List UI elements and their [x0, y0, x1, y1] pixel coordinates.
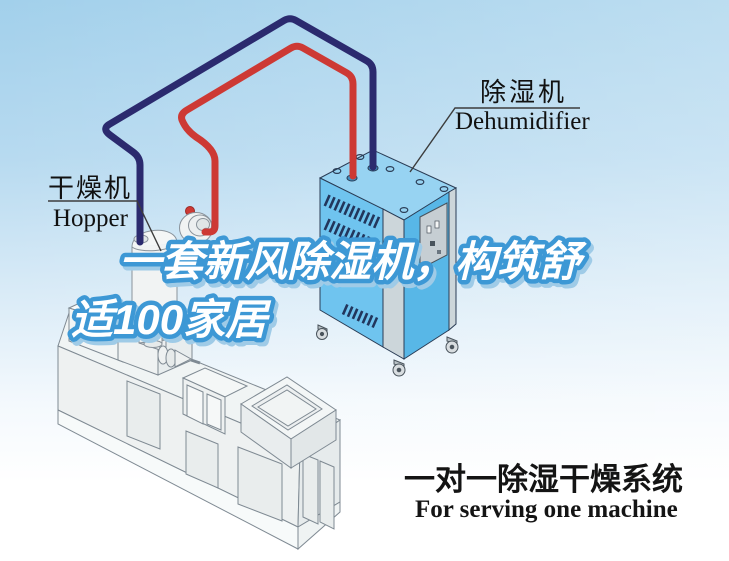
top-bolt-holes — [332, 154, 449, 214]
headline-line2-shadow: 适100家居 — [74, 300, 275, 347]
dehumidifier-label-zh: 除湿机 — [480, 77, 567, 107]
headline-line2: 适100家居 — [71, 296, 272, 343]
headline-line1: 一套新风除湿机，构筑舒 — [119, 238, 587, 285]
caption-zh: 一对一除湿干燥系统 — [404, 462, 683, 497]
dehumidifier-machine — [316, 149, 459, 377]
hopper-callout — [48, 200, 162, 252]
headline-text: 一套新风除湿机，构筑舒 适100家居 一套新风除湿机，构筑舒 适100家居 — [67, 234, 595, 352]
headline-line1-shadow: 一套新风除湿机，构筑舒 — [122, 242, 590, 289]
dehumidifier-callout — [409, 107, 580, 173]
control-panel — [419, 202, 448, 270]
casters — [316, 324, 459, 377]
hopper-label-en: Hopper — [53, 205, 129, 232]
vent-grilles — [323, 194, 383, 329]
supply-pipe — [178, 42, 357, 236]
return-pipe — [102, 15, 377, 246]
dehumidifier-label-en: Dehumidifier — [455, 108, 590, 135]
caption-en: For serving one machine — [415, 496, 678, 523]
extruder-machine — [57, 300, 342, 551]
hopper-label-zh: 干燥机 — [48, 173, 132, 203]
